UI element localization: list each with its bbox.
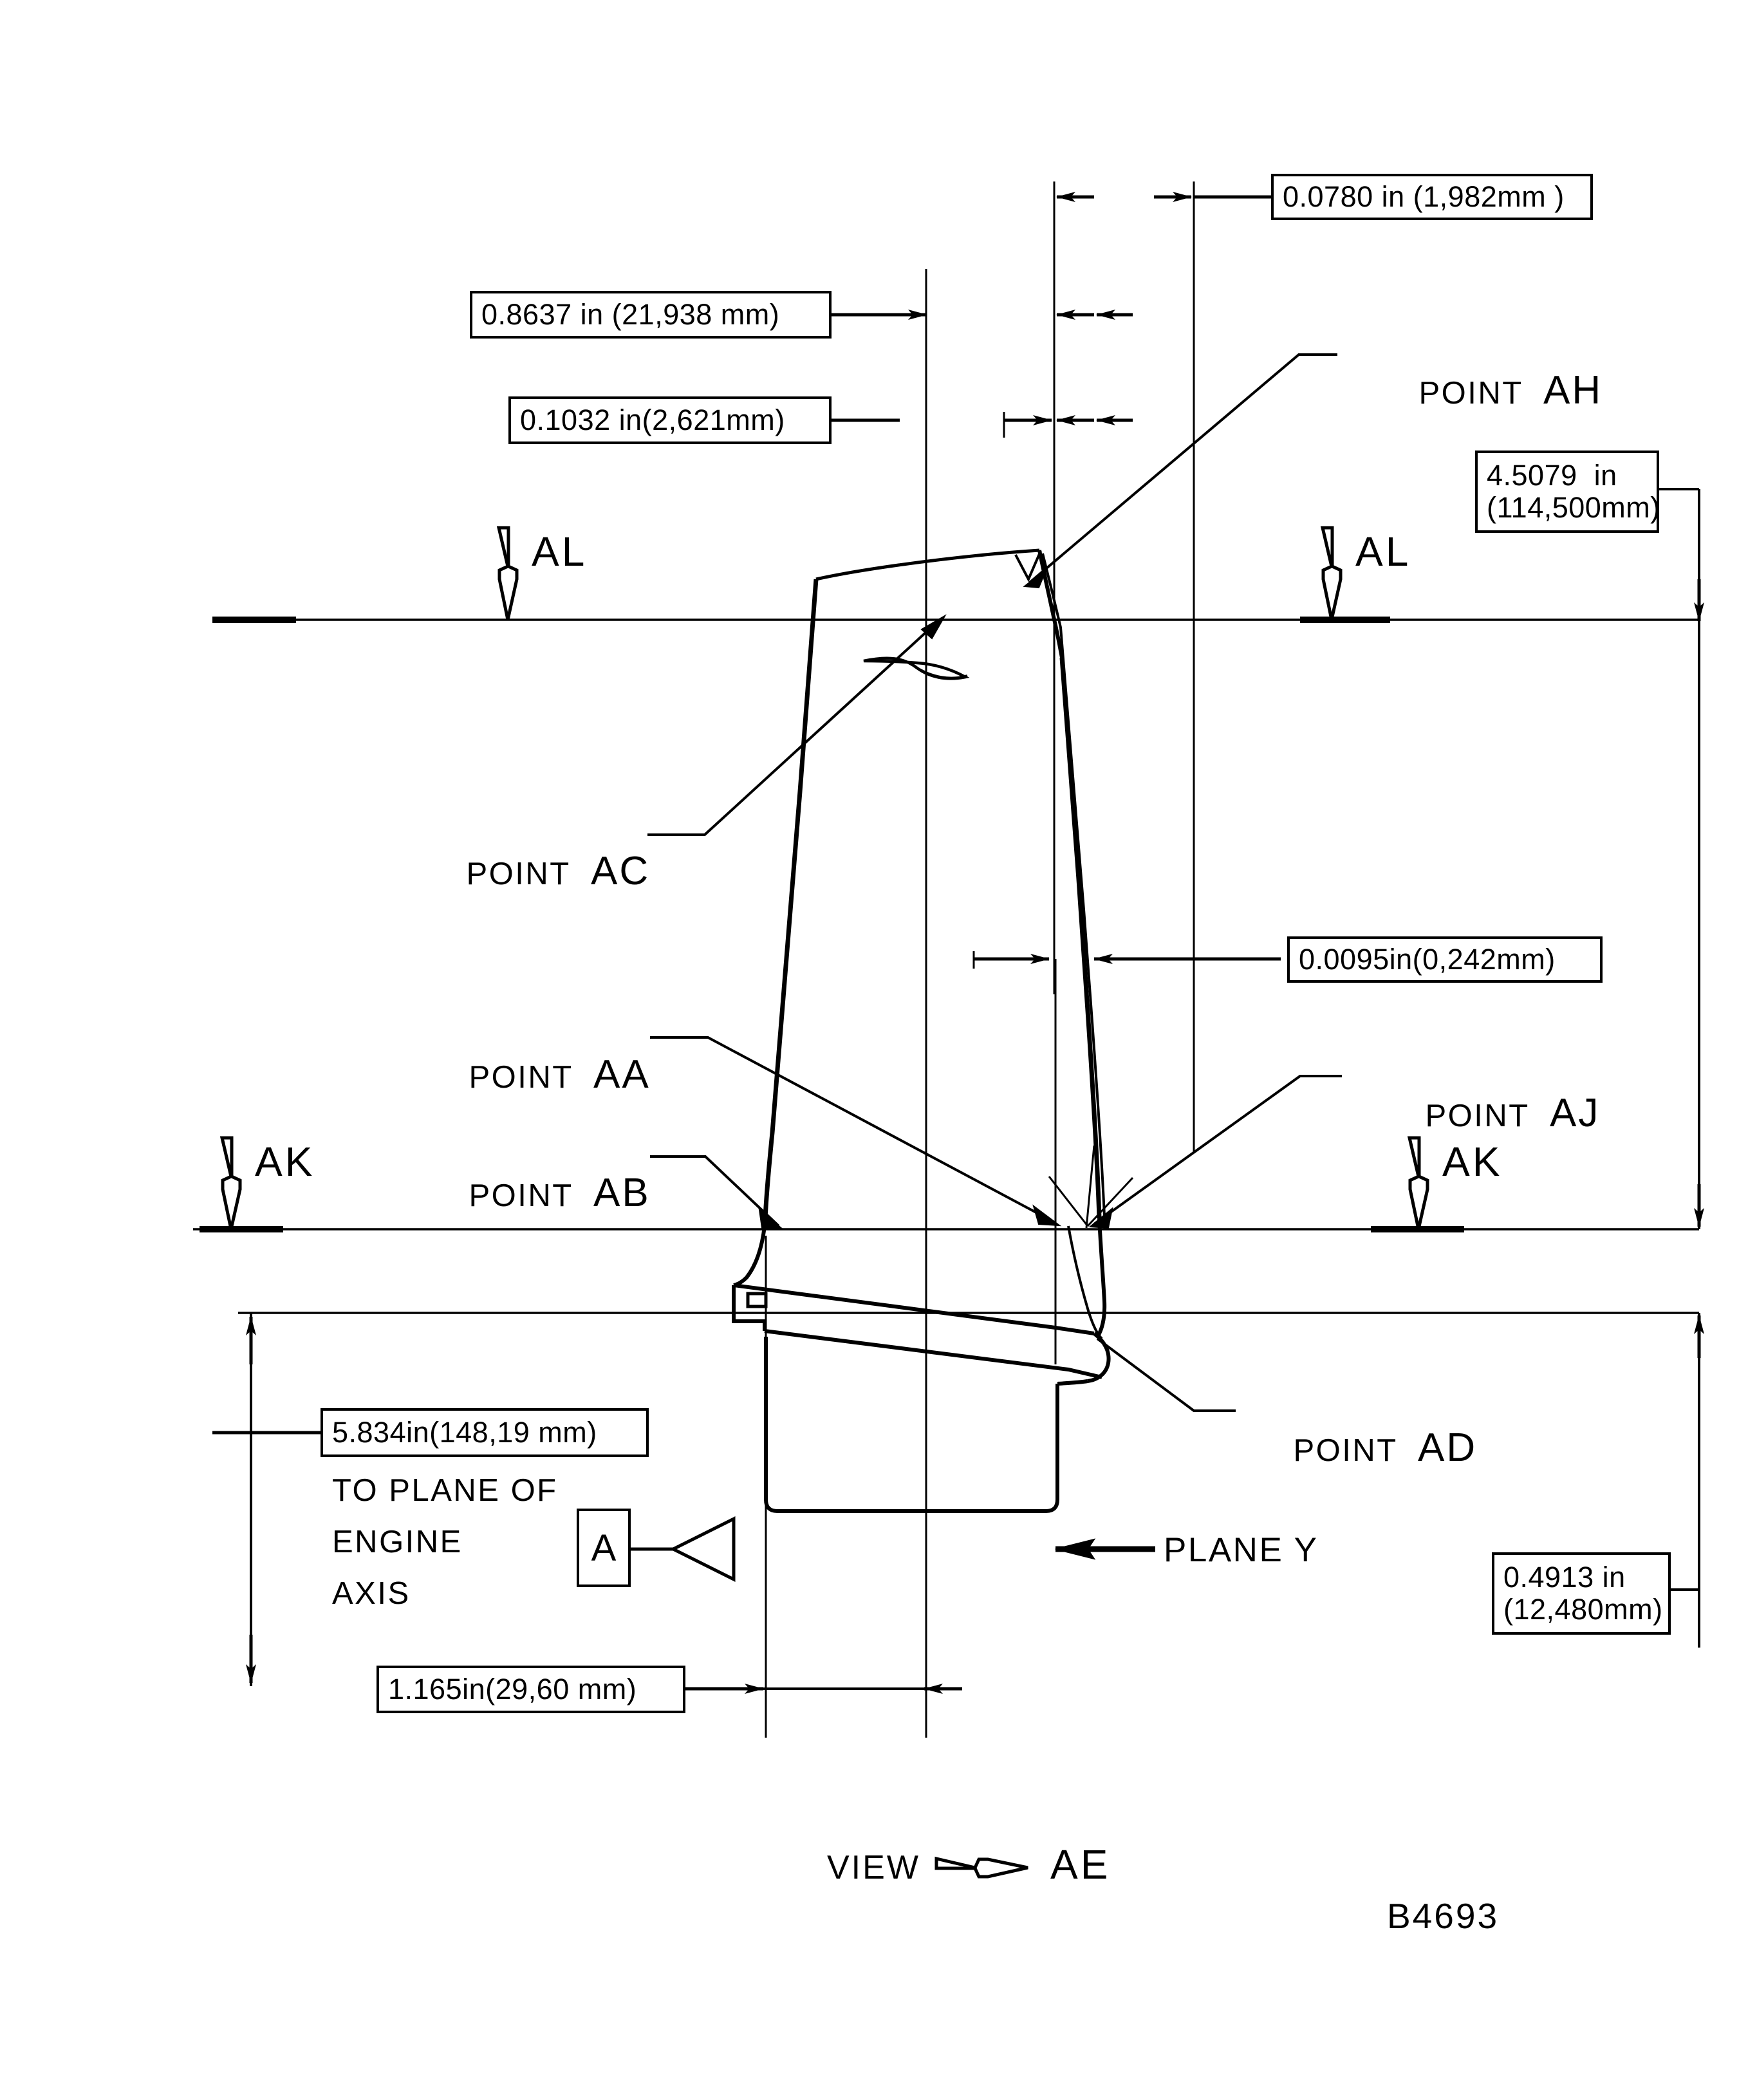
airfoil-trailing-edge-lower bbox=[1059, 657, 1102, 1219]
note-engine: ENGINE bbox=[332, 1525, 463, 1559]
airfoil-trailing-edge-inner bbox=[1041, 553, 1106, 1217]
point-label-ah: POINT AH bbox=[1377, 331, 1603, 449]
leader-point-ah-arrow bbox=[1023, 566, 1048, 589]
note-to-plane-of: TO PLANE OF bbox=[332, 1473, 558, 1508]
airfoil-root-fillet-left bbox=[733, 1219, 767, 1287]
platform-upper-surface bbox=[733, 1283, 1095, 1335]
point-label-ad: POINT AD bbox=[1252, 1389, 1477, 1507]
point-name: AJ bbox=[1550, 1091, 1601, 1135]
leader-root-cluster-c bbox=[1085, 1145, 1095, 1229]
point-name: AH bbox=[1543, 368, 1603, 413]
dimension-text: 0.0095in(0,242mm) bbox=[1299, 942, 1556, 976]
section-arrow-label-ak-left: AK bbox=[255, 1138, 315, 1185]
point-prefix: POINT bbox=[469, 1060, 573, 1095]
dimension-text-line1: 0.4913 in bbox=[1503, 1560, 1626, 1594]
point-prefix: POINT bbox=[466, 857, 570, 891]
plane-y-arrow-icon bbox=[1055, 1538, 1096, 1560]
dimension-box-00095: 0.0095in(0,242mm) bbox=[1287, 936, 1603, 983]
dimension-box-1165: 1.165in(29,60 mm) bbox=[376, 1666, 685, 1713]
leader-point-ac bbox=[647, 618, 941, 836]
root-right-transition bbox=[1057, 1379, 1088, 1386]
datum-letter: A bbox=[591, 1527, 617, 1569]
leader-root-cluster-b bbox=[1048, 1176, 1089, 1227]
dimension-box-01032: 0.1032 in(2,621mm) bbox=[508, 396, 832, 444]
dimension-text-line2: (12,480mm) bbox=[1503, 1593, 1663, 1626]
airfoil-root-fillet-right bbox=[1096, 1218, 1107, 1337]
drawing-code: B4693 bbox=[1387, 1896, 1500, 1936]
airfoil-tip-line bbox=[815, 548, 1040, 581]
view-arrow-ak-right bbox=[1407, 1136, 1429, 1230]
dimension-text: 0.1032 in(2,621mm) bbox=[520, 403, 785, 436]
view-caption-name: AE bbox=[1050, 1841, 1111, 1888]
dimension-text: 5.834in(148,19 mm) bbox=[332, 1415, 597, 1449]
point-prefix: POINT bbox=[1293, 1433, 1397, 1468]
dimension-box-0078: 0.0780 in (1,982mm ) bbox=[1271, 174, 1593, 220]
airfoil-root-fillet-right2 bbox=[1067, 1225, 1103, 1340]
dimension-text: 0.0780 in (1,982mm ) bbox=[1283, 180, 1565, 213]
point-prefix: POINT bbox=[1425, 1099, 1529, 1133]
point-label-aa: POINT AA bbox=[427, 1016, 651, 1133]
point-label-ab: POINT AB bbox=[427, 1134, 651, 1252]
dimension-text-line1: 4.5079 in bbox=[1487, 458, 1617, 492]
dimension-text: 0.8637 in (21,938 mm) bbox=[481, 297, 780, 331]
leader-root-cluster-a bbox=[1086, 1176, 1134, 1227]
platform-lower-surface bbox=[764, 1329, 1102, 1379]
leader-point-ad bbox=[1096, 1337, 1236, 1412]
point-name: AA bbox=[593, 1052, 651, 1097]
view-arrow-ae bbox=[934, 1856, 1028, 1879]
airfoil-leading-edge bbox=[763, 579, 819, 1220]
view-arrow-ak-left bbox=[219, 1136, 242, 1230]
platform-left-step bbox=[732, 1285, 767, 1331]
leader-point-ah bbox=[1028, 353, 1337, 584]
airfoil-eye-tail bbox=[916, 667, 968, 680]
dimension-text: 1.165in(29,60 mm) bbox=[388, 1672, 637, 1705]
leader-point-aa-arrow bbox=[1032, 1204, 1062, 1227]
note-axis: AXIS bbox=[332, 1576, 411, 1611]
leader-point-ab bbox=[650, 1155, 780, 1227]
view-arrow-al-right bbox=[1320, 526, 1343, 620]
section-arrow-label-al-left: AL bbox=[532, 528, 588, 575]
leader-point-aa bbox=[650, 1036, 1056, 1224]
section-arrow-label-ak-right: AK bbox=[1442, 1138, 1503, 1185]
dimension-box-08637: 0.8637 in (21,938 mm) bbox=[470, 291, 832, 339]
leader-point-aj-arrow bbox=[1088, 1207, 1113, 1229]
dimension-text-line2: (114,500mm) bbox=[1487, 491, 1660, 524]
point-name: AD bbox=[1418, 1426, 1478, 1470]
datum-feature-box-a: A bbox=[577, 1509, 631, 1587]
datum-triangle-icon bbox=[669, 1516, 736, 1583]
airfoil-tip-notch bbox=[1014, 550, 1042, 582]
plane-y-label: PLANE Y bbox=[1164, 1531, 1319, 1569]
dimension-box-45079: 4.5079 in (114,500mm) bbox=[1475, 451, 1660, 533]
dimension-box-04913: 0.4913 in (12,480mm) bbox=[1492, 1552, 1671, 1635]
section-arrow-label-al-right: AL bbox=[1355, 528, 1411, 575]
view-caption-prefix: VIEW bbox=[827, 1849, 920, 1886]
point-name: AC bbox=[591, 849, 651, 893]
dimension-box-5834: 5.834in(148,19 mm) bbox=[321, 1408, 649, 1457]
leader-point-ab-arrow bbox=[758, 1208, 785, 1231]
leader-point-aj bbox=[1093, 1075, 1342, 1225]
view-arrow-al-left bbox=[496, 526, 519, 620]
point-label-ac: POINT AC bbox=[425, 812, 650, 930]
point-prefix: POINT bbox=[1418, 376, 1523, 411]
leader-point-ac-arrow bbox=[920, 614, 947, 640]
point-label-aj: POINT AJ bbox=[1384, 1054, 1600, 1172]
point-name: AB bbox=[593, 1171, 651, 1215]
platform-step-notch bbox=[746, 1292, 768, 1308]
point-prefix: POINT bbox=[469, 1178, 573, 1213]
